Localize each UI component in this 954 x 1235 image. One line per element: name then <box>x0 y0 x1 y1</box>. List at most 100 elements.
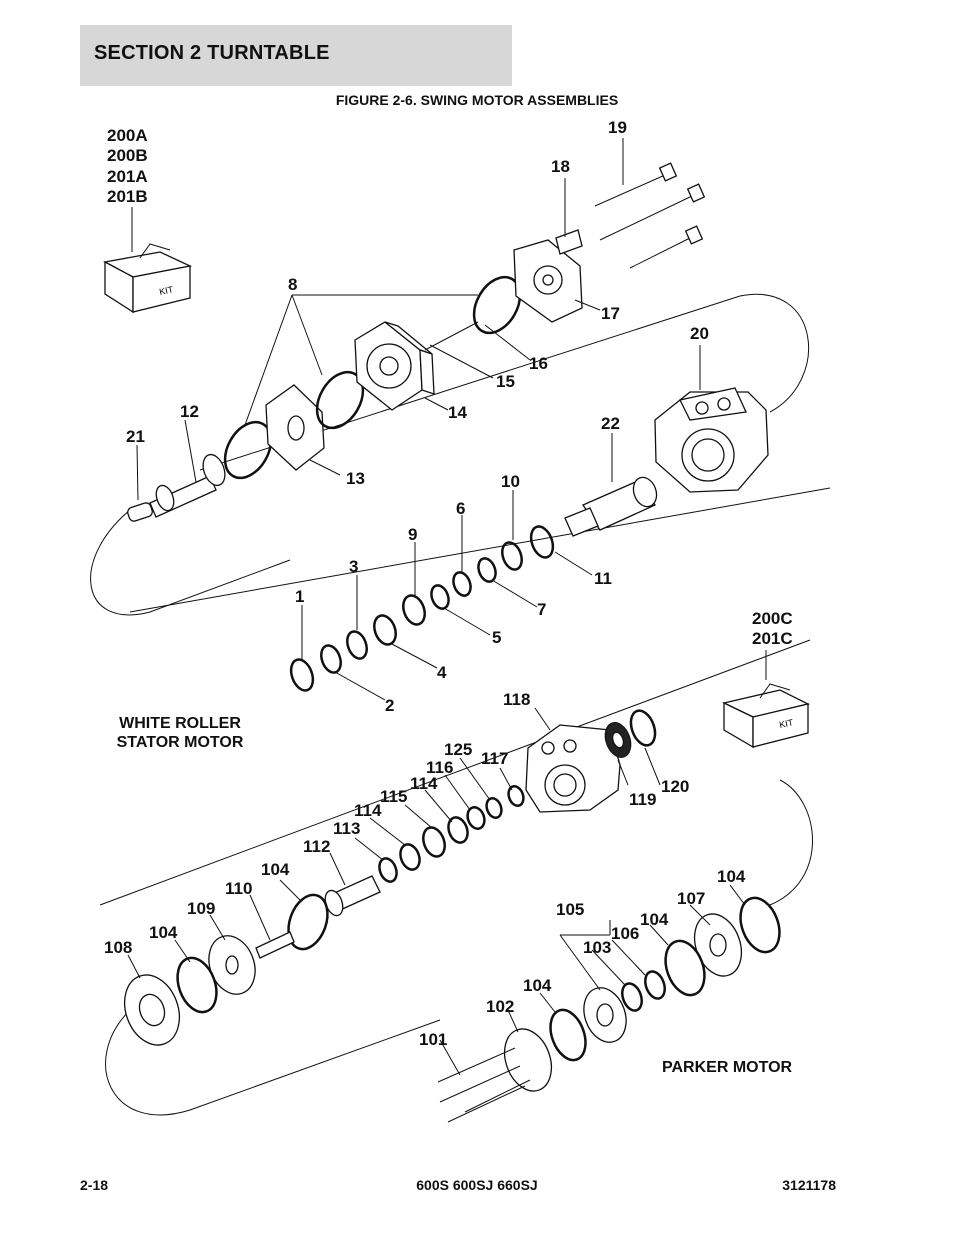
part-2-ring <box>320 644 342 674</box>
part-3-ring <box>346 630 368 660</box>
part-104-ring-d <box>664 939 706 997</box>
part-112-output-shaft <box>324 875 381 917</box>
section-header: SECTION 2 TURNTABLE <box>80 25 512 86</box>
kit1-code-200b: 200B <box>107 146 148 165</box>
label-part-3: 3 <box>349 557 358 576</box>
part-10-washer <box>501 541 523 571</box>
kit1-code-201a: 201A <box>107 167 148 186</box>
label-part-116: 116 <box>426 758 453 777</box>
label-part-120: 120 <box>661 777 689 796</box>
part-118-housing <box>525 724 621 813</box>
part-8-o-ring-b <box>315 370 365 430</box>
label-part-105: 105 <box>556 900 584 919</box>
label-part-9: 9 <box>408 525 417 544</box>
label-part-117: 117 <box>481 749 508 768</box>
label-part-102: 102 <box>486 997 514 1016</box>
part-14-stator <box>354 321 435 411</box>
parker-loop-left <box>105 1009 441 1116</box>
figure-title: FIGURE 2-6. SWING MOTOR ASSEMBLIES <box>335 92 619 108</box>
label-part-2: 2 <box>385 696 394 715</box>
label-part-104-d: 104 <box>640 910 669 929</box>
part-8-o-ring-a <box>223 420 273 480</box>
part-18-plate <box>555 229 583 255</box>
part-5-seal <box>430 584 450 610</box>
part-104-ring-a <box>287 893 329 951</box>
part-4-ring <box>373 614 397 646</box>
part-110-spline-shaft <box>255 931 295 959</box>
label-part-13: 13 <box>346 469 365 488</box>
label-part-15: 15 <box>496 372 515 391</box>
part-11-bearing <box>529 525 555 559</box>
label-part-19: 19 <box>608 118 627 137</box>
label-part-113: 113 <box>333 819 360 838</box>
label-part-106: 106 <box>611 924 639 943</box>
label-part-109: 109 <box>187 899 215 918</box>
divider-line-lower <box>99 639 811 906</box>
part-103-ring <box>621 982 643 1012</box>
label-part-115: 115 <box>380 787 407 806</box>
label-part-22: 22 <box>601 414 620 433</box>
label-part-118: 118 <box>503 690 530 709</box>
label-part-8: 8 <box>288 275 297 294</box>
kit1-box-text: KIT <box>158 284 174 297</box>
leader-lines-upper <box>136 138 701 701</box>
part-109-plate <box>208 935 256 995</box>
part-114-washer-a <box>447 816 469 844</box>
part-13-wear-plate <box>265 384 325 471</box>
part-12-drive-shaft <box>149 453 226 518</box>
parker-loop-right <box>769 779 813 906</box>
part-101-bolts <box>437 1047 531 1123</box>
label-part-110: 110 <box>225 879 252 898</box>
part-120-ring <box>629 709 657 747</box>
part-106-ring <box>644 970 666 1000</box>
label-part-20: 20 <box>690 324 709 343</box>
label-part-104-c: 104 <box>717 867 746 886</box>
label-part-1: 1 <box>295 587 304 606</box>
part-105-gerotor <box>583 987 627 1043</box>
part-104-ring-c <box>739 896 781 954</box>
label-part-16: 16 <box>529 354 548 373</box>
label-part-104-a: 104 <box>261 860 290 879</box>
label-part-107: 107 <box>677 889 705 908</box>
footer-doc-number: 3121178 <box>782 1177 836 1193</box>
label-part-6: 6 <box>456 499 465 518</box>
part-7-seal <box>477 557 497 583</box>
part-108-end-cover <box>123 974 181 1046</box>
label-part-18: 18 <box>551 157 570 176</box>
part-104-ring-e <box>549 1008 587 1062</box>
label-part-10: 10 <box>501 472 520 491</box>
label-part-7: 7 <box>537 600 546 619</box>
label-part-114-a: 114 <box>410 774 438 793</box>
assembly-loop-top <box>199 293 810 471</box>
label-part-114-b: 114 <box>354 801 382 820</box>
part-21-shaft-end <box>127 502 153 522</box>
part-20-housing <box>654 387 769 493</box>
part-114-washer-b <box>399 843 421 871</box>
label-part-103: 103 <box>583 938 611 957</box>
label-part-101: 101 <box>419 1030 447 1049</box>
label-part-104-e: 104 <box>523 976 552 995</box>
divider-line-upper <box>129 487 831 613</box>
label-part-125: 125 <box>444 740 472 759</box>
label-part-14: 14 <box>448 403 467 422</box>
caption-parker-motor: PARKER MOTOR <box>662 1059 793 1076</box>
kit2-box-text: KIT <box>778 717 794 730</box>
label-part-112: 112 <box>303 837 330 856</box>
assembly-loop-left <box>90 509 291 616</box>
label-part-108: 108 <box>104 938 132 957</box>
label-part-4: 4 <box>437 663 447 682</box>
part-113-seal <box>378 857 398 883</box>
label-part-119: 119 <box>629 790 656 809</box>
label-part-12: 12 <box>180 402 199 421</box>
label-part-104-b: 104 <box>149 923 178 942</box>
footer-models: 600S 600SJ 660SJ <box>416 1177 538 1193</box>
part-9-bearing <box>402 594 426 626</box>
caption-white-roller-2: STATOR MOTOR <box>117 734 244 751</box>
label-part-17: 17 <box>601 304 620 323</box>
part-22-output-shaft <box>564 476 658 537</box>
kit2-code-201c: 201C <box>752 629 793 648</box>
part-115-bearing <box>422 826 446 858</box>
footer-page-number: 2-18 <box>80 1177 109 1193</box>
label-part-5: 5 <box>492 628 501 647</box>
